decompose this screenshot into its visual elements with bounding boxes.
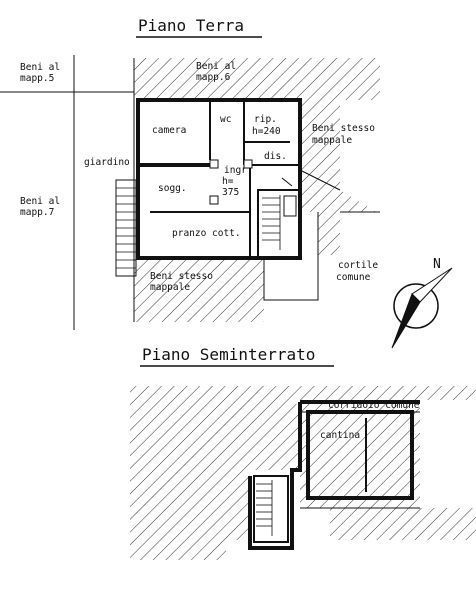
hatch-basement-left: [130, 386, 476, 560]
room-storage-2: h=240: [252, 126, 281, 137]
room-living: sogg.: [158, 183, 187, 194]
courtyard-boundary: [263, 212, 319, 301]
compass-needle-south: [391, 293, 421, 349]
compass: N: [391, 257, 453, 349]
hatch-right-strip: [318, 212, 340, 255]
label-mapp5-line2: mapp.5: [20, 73, 54, 84]
stair-landing: [283, 195, 297, 217]
room-entrance-3: 375: [222, 187, 239, 198]
courtyard-inner-line: [299, 169, 341, 191]
room-wc: wc: [220, 114, 231, 125]
title-basement: Piano Seminterrato: [142, 345, 315, 364]
house-outer-wall: [136, 98, 302, 260]
compass-north-label: N: [433, 257, 441, 272]
ground-floor-labels: Beni al mapp.5 Beni al mapp.6 Beni al ma…: [20, 61, 378, 293]
basement-plan: [130, 386, 476, 560]
label-corridor: corridoio comune: [328, 400, 420, 411]
label-mapp5-line1: Beni al: [20, 62, 60, 73]
label-cellar: cantina: [320, 430, 360, 441]
label-garden: giardino: [84, 157, 130, 168]
label-same-parcel-bottom-1: Beni stesso: [150, 271, 213, 282]
room-dining-kitchen: pranzo cott.: [172, 228, 241, 239]
hatch-bottom-neighbor: [134, 258, 264, 322]
basement-wall-left: [248, 402, 302, 550]
label-mapp7-line2: mapp.7: [20, 207, 54, 218]
label-mapp6-line2: mapp.6: [196, 72, 231, 83]
room-entrance-1: ingr.: [224, 165, 253, 176]
room-entrance-2: h=: [222, 176, 234, 187]
ext-stair-treads: [116, 187, 136, 269]
label-mapp6-line1: Beni al: [196, 61, 236, 72]
basement-labels: corridoio comune cantina: [320, 400, 420, 441]
hatch-top-neighbor: [134, 58, 380, 212]
label-mapp7-line1: Beni al: [20, 196, 60, 207]
label-courtyard-1: cortile: [338, 260, 378, 271]
title-ground-floor: Piano Terra: [138, 16, 244, 35]
int-stair-block: [257, 189, 301, 259]
window-mark-2: [243, 159, 253, 169]
window-mark-3: [209, 195, 219, 205]
room-closet: dis.: [264, 151, 287, 162]
label-same-parcel-right-1: Beni stesso: [312, 123, 375, 134]
basement-stair: [253, 475, 289, 543]
label-courtyard-2: comune: [336, 272, 371, 283]
room-storage-1: rip.: [254, 114, 277, 125]
label-same-parcel-bottom-2: mappale: [150, 282, 190, 293]
int-stair-treads: [262, 195, 281, 250]
entrance-arrow: [281, 177, 293, 187]
window-mark-1: [209, 159, 219, 169]
basement-stair-treads: [256, 480, 273, 536]
label-same-parcel-right-2: mappale: [312, 135, 352, 146]
room-bedroom: camera: [152, 125, 186, 136]
ground-floor-plan: [0, 55, 380, 330]
